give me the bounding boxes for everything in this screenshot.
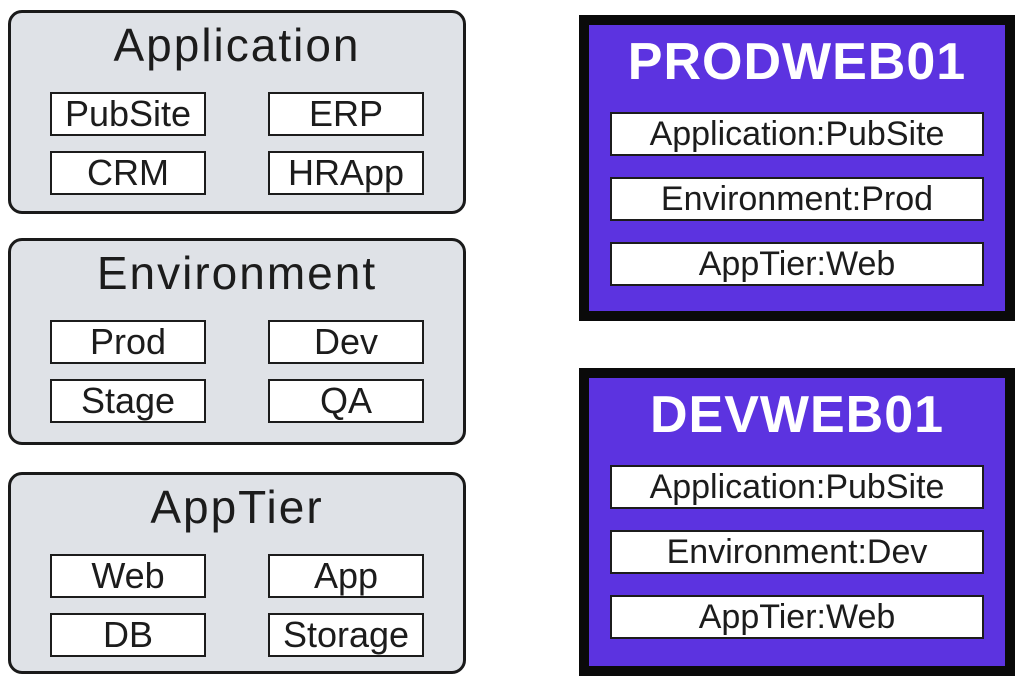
server-tag-bar: Application:PubSite (610, 465, 984, 510)
tag-value-chip: Dev (268, 319, 424, 364)
tag-value-chip: QA (268, 378, 424, 423)
tag-value-chip: Prod (50, 319, 206, 364)
tag-category-panel-application: Application PubSite ERP CRM HRApp (8, 10, 466, 214)
panel-title: Environment (96, 247, 378, 299)
tag-value-chip: HRApp (268, 150, 424, 195)
tag-value-chip: App (268, 553, 424, 598)
tag-value-chip: ERP (268, 91, 424, 136)
server-tag-bar: AppTier:Web (610, 242, 984, 287)
server-name: PRODWEB01 (627, 33, 967, 91)
tag-value-chip: Storage (268, 612, 424, 657)
chip-grid: Web App DB Storage (50, 553, 424, 657)
tag-category-panel-environment: Environment Prod Dev Stage QA (8, 238, 466, 445)
server-name: DEVWEB01 (649, 386, 945, 444)
tag-value-chip: PubSite (50, 91, 206, 136)
tag-value-chip: Web (50, 553, 206, 598)
server-card-prodweb01: PRODWEB01 Application:PubSite Environmen… (579, 15, 1015, 321)
tag-value-chip: CRM (50, 150, 206, 195)
panel-title: Application (113, 19, 361, 71)
chip-grid: Prod Dev Stage QA (50, 319, 424, 423)
tag-category-panel-apptier: AppTier Web App DB Storage (8, 472, 466, 674)
server-tag-bar: Application:PubSite (610, 112, 984, 157)
server-tag-bar: AppTier:Web (610, 595, 984, 640)
server-card-devweb01: DEVWEB01 Application:PubSite Environment… (579, 368, 1015, 676)
panel-title: AppTier (150, 481, 324, 533)
chip-grid: PubSite ERP CRM HRApp (50, 91, 424, 195)
server-tag-bar: Environment:Dev (610, 530, 984, 575)
server-tag-bar: Environment:Prod (610, 177, 984, 222)
tag-value-chip: Stage (50, 378, 206, 423)
tag-value-chip: DB (50, 612, 206, 657)
